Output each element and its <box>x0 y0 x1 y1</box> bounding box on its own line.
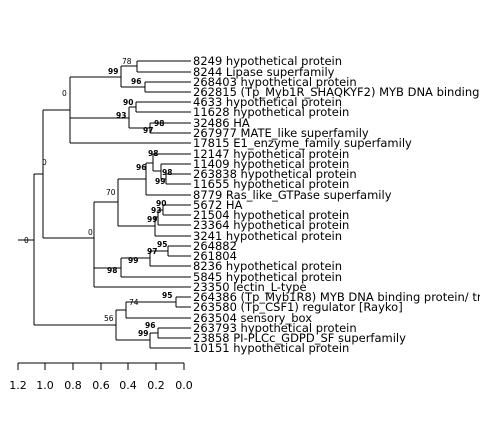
bootstrap-label: 0 <box>62 89 67 98</box>
leaf-label: 262815 (Tp_Myb1R_SHAQKYF2) MYB DNA bindi… <box>193 85 480 99</box>
leaf-label: 23350 lectin_L-type <box>193 280 307 294</box>
leaf-label: 8244 Lipase superfamily <box>193 65 335 79</box>
leaf-label: 267977 MATE_like superfamily <box>193 126 369 140</box>
leaf-label: 8779 Ras_like_GTPase superfamily <box>193 188 392 202</box>
bootstrap-label: 99 <box>108 67 118 76</box>
branch <box>149 332 191 349</box>
bootstrap-label: 95 <box>157 240 167 249</box>
branch <box>93 201 191 288</box>
bootstrap-label: 98 <box>162 168 172 177</box>
bootstrap-label: 97 <box>147 247 157 256</box>
bootstrap-label: 96 <box>145 321 155 330</box>
bootstrap-label: 98 <box>148 149 158 158</box>
bootstrap-label: 0 <box>42 158 47 167</box>
branch <box>42 109 94 239</box>
branch <box>175 296 191 308</box>
scale-axis: 1.2 1.0 0.8 0.6 0.4 0.2 0.0 <box>9 362 193 392</box>
branch <box>154 216 191 237</box>
bootstrap-label: 0 <box>88 228 93 237</box>
bootstrap-label: 90 <box>123 98 133 107</box>
bootstrap-label: 93 <box>151 206 161 215</box>
leaf-label: 4633 hypothetical protein <box>193 95 342 109</box>
leaf-label: 11628 hypothetical protein <box>193 105 349 119</box>
axis-tick-label: 0.6 <box>92 379 110 392</box>
bootstrap-label: 96 <box>131 77 141 86</box>
axis-tick-label: 0.8 <box>64 379 82 392</box>
branch <box>144 81 191 93</box>
branch <box>128 106 150 129</box>
bootstrap-label: 98 <box>154 119 164 128</box>
leaf-labels: 8249 hypothetical protein 8244 Lipase su… <box>193 54 480 355</box>
leaf-label: 264882 <box>193 239 237 253</box>
bootstrap-label: 99 <box>128 256 138 265</box>
leaf-label: 23858 PI-PLCc_GDPD_SF superfamily <box>193 331 406 345</box>
leaf-label: 263793 hypothetical protein <box>193 321 357 335</box>
bootstrap-label: 78 <box>122 57 132 66</box>
bootstrap-label: 90 <box>156 199 166 208</box>
bootstrap-label: 74 <box>129 298 139 307</box>
leaf-label: 5845 hypothetical protein <box>193 270 342 284</box>
axis-tick-label: 0.2 <box>147 379 165 392</box>
bootstrap-label: 93 <box>116 111 126 120</box>
leaf-label: 3241 hypothetical protein <box>193 229 342 243</box>
leaf-label: 263580 (Tp_CSF1) regulator [Rayko] <box>193 300 403 314</box>
axis-tick-label: 0.0 <box>175 379 193 392</box>
bootstrap-label: 56 <box>104 314 114 323</box>
leaf-label: 11409 hypothetical protein <box>193 157 349 171</box>
bootstrap-label: 99 <box>155 177 165 186</box>
leaf-label: 268403 hypothetical protein <box>193 75 357 89</box>
bootstrap-label: 0 <box>24 236 29 245</box>
axis-tick-label: 1.2 <box>9 379 27 392</box>
branch <box>167 245 191 257</box>
branch <box>135 101 191 113</box>
branch <box>157 327 191 339</box>
leaf-label: 21504 hypothetical protein <box>193 208 349 222</box>
branch <box>162 204 191 216</box>
leaf-label: 23364 hypothetical protein <box>193 218 349 232</box>
bootstrap-label: 95 <box>162 291 172 300</box>
bootstrap-label: 99 <box>147 215 157 224</box>
bootstrap-label: 70 <box>106 188 116 197</box>
leaf-label: 5672 HA <box>193 198 243 212</box>
axis-tick-label: 1.0 <box>36 379 54 392</box>
leaf-label: 261804 <box>193 249 237 263</box>
branch <box>136 60 191 73</box>
leaf-label: 32486 HA <box>193 116 250 130</box>
bootstrap-label: 96 <box>136 163 146 172</box>
branch <box>33 173 116 326</box>
leaf-label: 263838 hypothetical protein <box>193 167 357 181</box>
bootstrap-label: 97 <box>143 126 153 135</box>
leaf-label: 11655 hypothetical protein <box>193 177 349 191</box>
leaf-label: 264386 (Tp_Myb1R8) MYB DNA binding prote… <box>193 290 480 304</box>
leaf-label: 17815 E1_enzyme_family superfamily <box>193 136 412 150</box>
leaf-label: 12147 hypothetical protein <box>193 147 349 161</box>
branch <box>69 76 191 144</box>
leaf-label: 10151 hypothetical protein <box>193 341 349 355</box>
leaf-label: 8249 hypothetical protein <box>193 54 342 68</box>
bootstrap-labels: 78 99 96 0 90 93 98 97 0 98 96 98 99 70 … <box>24 57 172 338</box>
leaf-label: 8236 hypothetical protein <box>193 259 342 273</box>
bootstrap-label: 98 <box>107 266 117 275</box>
axis-tick-label: 0.4 <box>119 379 137 392</box>
bootstrap-label: 99 <box>138 329 148 338</box>
tree-branches <box>18 60 191 349</box>
leaf-label: 263504 sensory_box <box>193 311 312 325</box>
